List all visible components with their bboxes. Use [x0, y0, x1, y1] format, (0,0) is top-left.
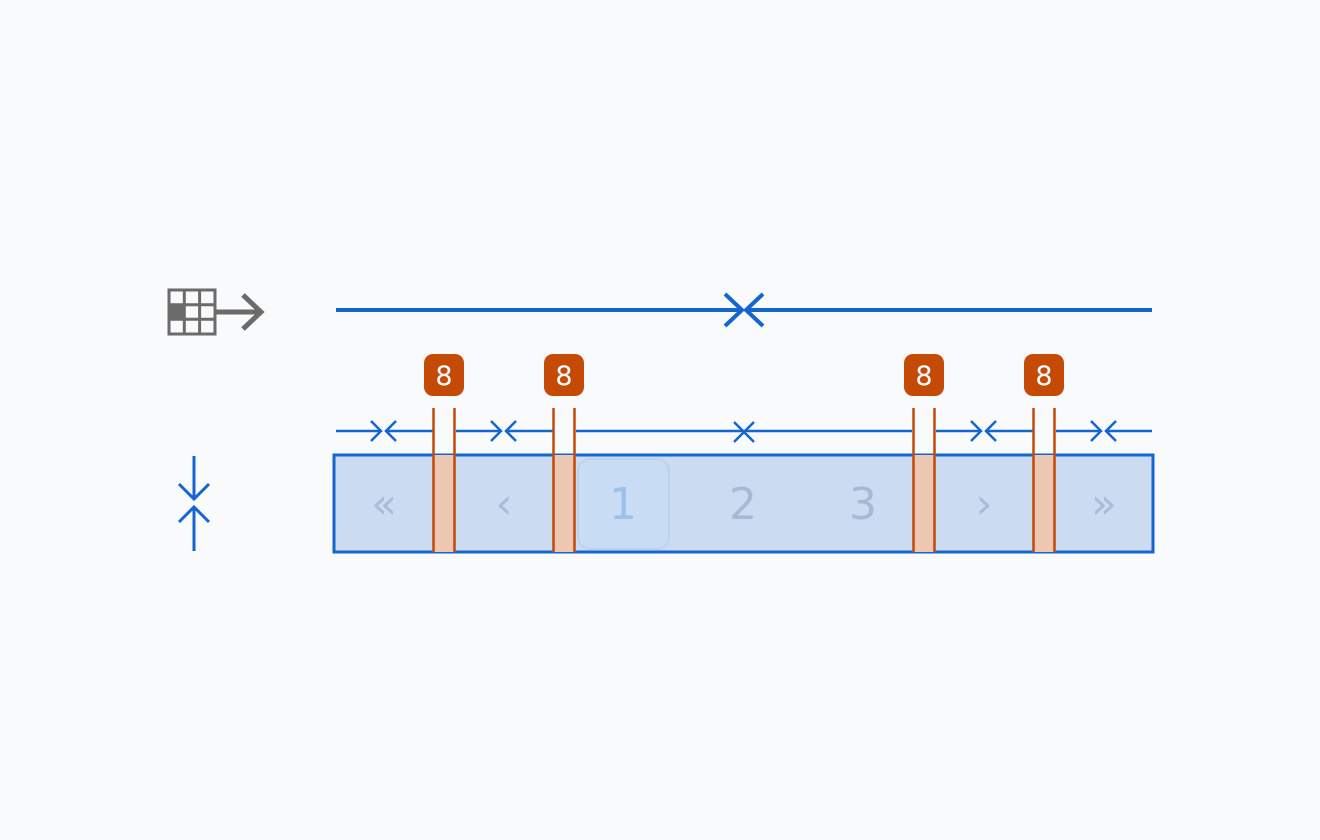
pagination-frame	[332, 453, 1155, 554]
gap-badge-label: 8	[435, 361, 452, 392]
arrows-converge-vertical-icon	[177, 456, 211, 551]
selected-page-highlight	[577, 458, 670, 550]
item-width-measures	[336, 420, 1152, 443]
pagination-page-3[interactable]: 3	[849, 479, 877, 530]
item-measure-prev	[456, 420, 553, 442]
chevron-left-icon: ‹	[496, 479, 513, 528]
gap-badge-label: 8	[915, 361, 932, 392]
chevron-right-icon: ›	[976, 479, 993, 528]
pagination-page-1[interactable]: 1	[609, 479, 637, 530]
double-chevron-left-icon: «	[371, 479, 397, 528]
gap-badge: 8	[424, 354, 464, 396]
page-number: 3	[849, 479, 877, 530]
gap-column	[1032, 408, 1056, 552]
item-measure-first	[336, 420, 433, 442]
gap-columns	[432, 408, 1056, 552]
gap-column	[432, 408, 456, 552]
gap-badge: 8	[904, 354, 944, 396]
item-measure-pages	[576, 421, 912, 443]
gap-badge-label: 8	[555, 361, 572, 392]
pagination-prev[interactable]: ‹	[496, 479, 513, 528]
pagination-first[interactable]: «	[371, 479, 397, 528]
container-width-measure	[336, 292, 1152, 328]
double-chevron-right-icon: »	[1091, 479, 1117, 528]
page-number: 2	[729, 479, 757, 530]
item-measure-last	[1056, 420, 1152, 442]
gap-badge: 8	[544, 354, 584, 396]
pagination-last[interactable]: »	[1091, 479, 1117, 528]
item-measure-next	[936, 420, 1033, 442]
page-number: 1	[609, 479, 637, 530]
grid-arrow-right-icon	[167, 288, 265, 336]
pagination-page-2[interactable]: 2	[729, 479, 757, 530]
pagination-next[interactable]: ›	[976, 479, 993, 528]
gap-badge-label: 8	[1035, 361, 1052, 392]
gap-column	[912, 408, 936, 552]
gap-badge: 8	[1024, 354, 1064, 396]
gap-column	[552, 408, 576, 552]
